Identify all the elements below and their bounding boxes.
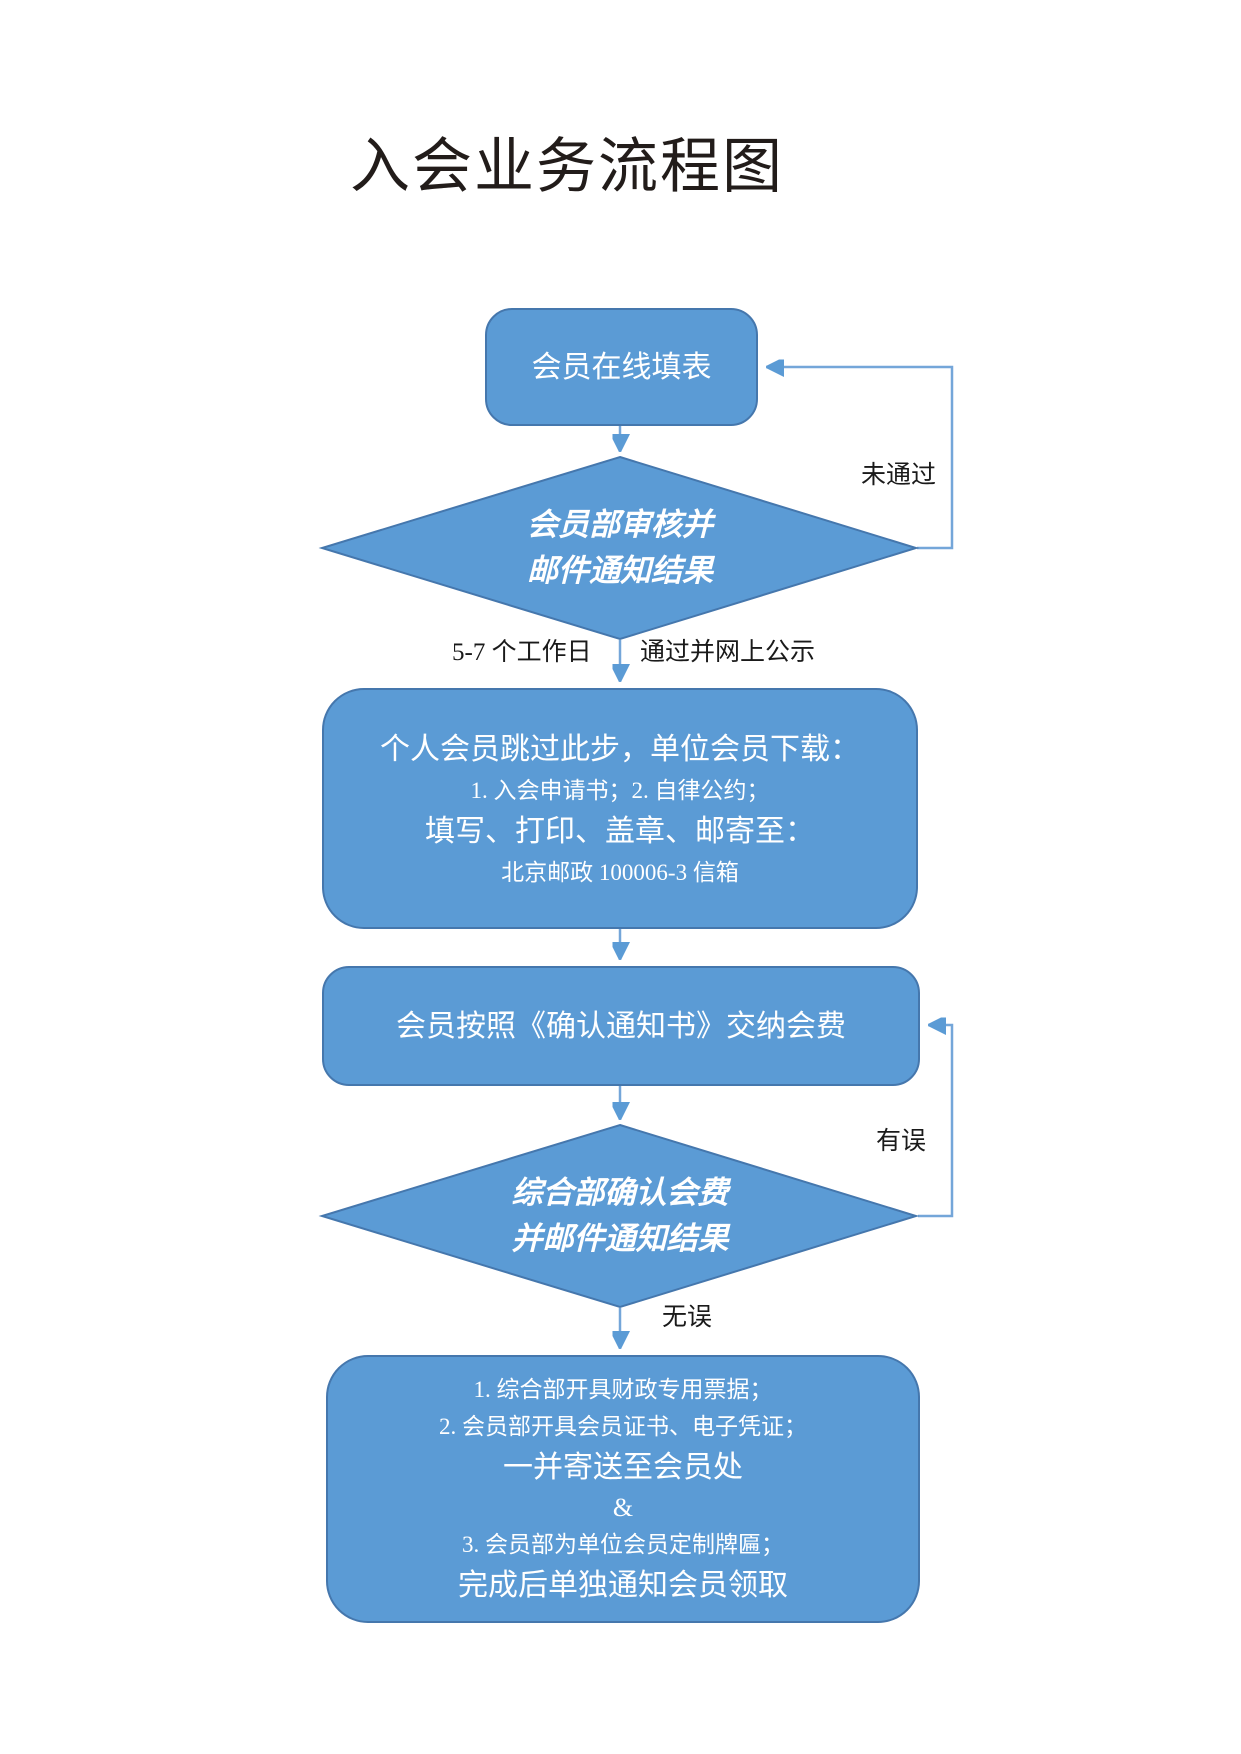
label-passed: 通过并网上公示 [640, 639, 816, 666]
connector-not-passed-loop [766, 367, 954, 550]
node-start: 会员在线填表 [485, 308, 758, 426]
connector-has-error-loop [918, 1025, 954, 1218]
label-duration: 5-7 个工作日 [452, 639, 592, 666]
node-final-line1: 1. 综合部开具财政专用票据； [473, 1376, 773, 1402]
review-decision-line1: 会员部审核并 [527, 507, 713, 542]
label-no-error: 无误 [662, 1304, 713, 1331]
node-final-line6: 完成后单独通知会员领取 [458, 1568, 788, 1602]
node-final-line3: 一并寄送至会员处 [503, 1450, 743, 1484]
node-final-line2: 2. 会员部开具会员证书、电子凭证； [439, 1413, 807, 1439]
node-pay: 会员按照《确认通知书》交纳会费 [322, 966, 920, 1086]
node-final-line5: 3. 会员部为单位会员定制牌匾； [462, 1531, 784, 1557]
page-title: 入会业务流程图 [350, 134, 784, 200]
label-has-error: 有误 [876, 1128, 927, 1155]
node-download-line4: 北京邮政 100006-3 信箱 [501, 859, 739, 885]
node-download-line2: 1. 入会申请书；2. 自律公约； [470, 777, 770, 803]
review-decision-diamond [318, 455, 920, 641]
node-pay-label: 会员按照《确认通知书》交纳会费 [396, 1009, 846, 1043]
confirm-decision-line1: 综合部确认会费 [511, 1175, 729, 1210]
node-start-label: 会员在线填表 [531, 350, 712, 384]
node-final: 1. 综合部开具财政专用票据； 2. 会员部开具会员证书、电子凭证； 一并寄送至… [326, 1355, 920, 1623]
node-download-line1: 个人会员跳过此步，单位会员下载： [380, 732, 860, 766]
review-decision-text: 会员部审核并 邮件通知结果 [322, 502, 918, 594]
confirm-decision-text: 综合部确认会费 并邮件通知结果 [322, 1170, 918, 1262]
node-final-line4: & [612, 1492, 634, 1522]
confirm-decision-diamond [318, 1123, 920, 1309]
node-download-line3: 填写、打印、盖章、邮寄至： [425, 814, 815, 848]
label-not-passed: 未通过 [861, 462, 937, 489]
node-download: 个人会员跳过此步，单位会员下载： 1. 入会申请书；2. 自律公约； 填写、打印… [322, 688, 918, 929]
confirm-decision-line2: 并邮件通知结果 [511, 1221, 729, 1256]
review-decision-line2: 邮件通知结果 [527, 553, 713, 588]
